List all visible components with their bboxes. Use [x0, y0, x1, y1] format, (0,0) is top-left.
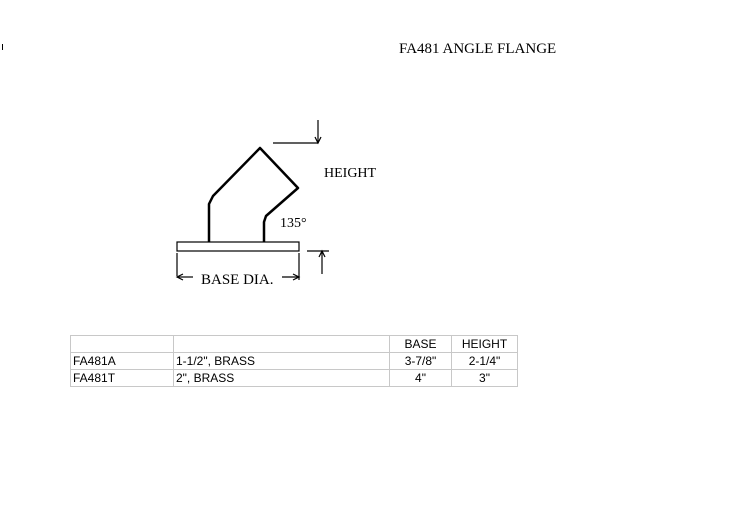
header-cell — [70, 335, 174, 353]
height-cell: 2-1/4" — [451, 352, 518, 370]
base-dia-label: BASE DIA. — [201, 272, 274, 288]
header-cell — [173, 335, 390, 353]
base-left-arrowhead — [175, 273, 184, 281]
height-top-arrowhead — [314, 136, 322, 145]
base-cell: 3-7/8" — [389, 352, 452, 370]
base-right-arrowhead — [292, 273, 301, 281]
part-number-cell: FA481A — [70, 352, 174, 370]
stray-mark — [2, 44, 3, 50]
table-row: FA481A 1-1/2", BRASS 3-7/8" 2-1/4" — [70, 352, 518, 370]
header-cell: HEIGHT — [451, 335, 518, 353]
description-cell: 2", BRASS — [173, 369, 390, 387]
height-bottom-arrowhead — [318, 249, 326, 258]
page-title: FA481 ANGLE FLANGE — [399, 41, 557, 57]
base-cell: 4" — [389, 369, 452, 387]
flange-body — [207, 146, 300, 242]
header-cell: BASE — [389, 335, 452, 353]
table-row: FA481T 2", BRASS 4" 3" — [70, 369, 518, 387]
description-cell: 1-1/2", BRASS — [173, 352, 390, 370]
height-label: HEIGHT — [324, 166, 377, 181]
height-cell: 3" — [451, 369, 518, 387]
spec-table: BASE HEIGHT FA481A 1-1/2", BRASS 3-7/8" … — [70, 335, 518, 387]
part-number-cell: FA481T — [70, 369, 174, 387]
angle-label: 135° — [280, 216, 307, 231]
table-header-row: BASE HEIGHT — [70, 335, 518, 353]
flange-base — [176, 241, 300, 252]
